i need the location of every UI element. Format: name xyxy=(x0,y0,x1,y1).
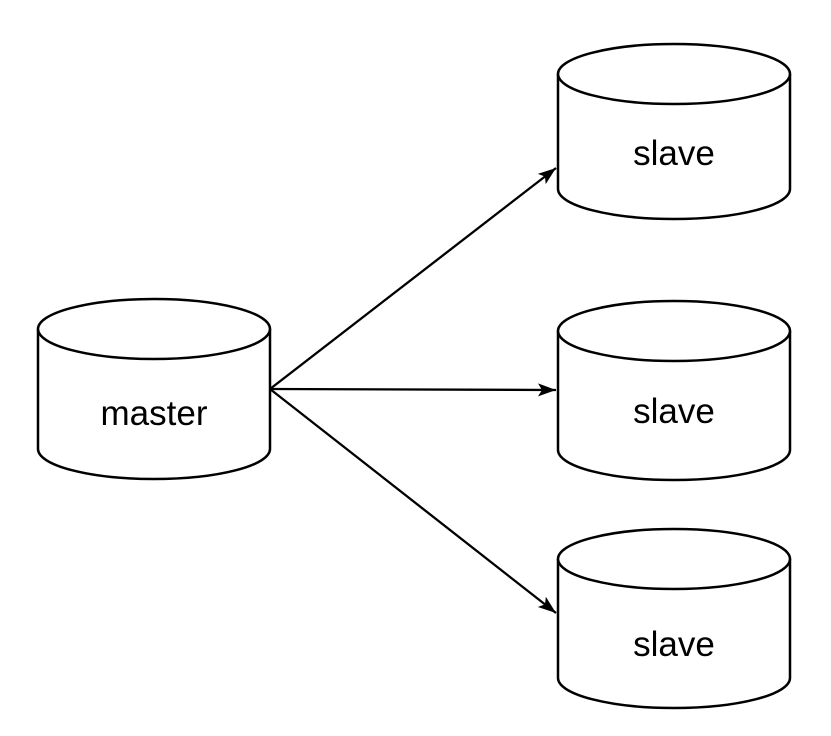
node-slave-2: slave xyxy=(556,299,792,482)
cylinder-top-ellipse xyxy=(556,42,792,106)
cylinder-body xyxy=(36,329,272,481)
node-master: master xyxy=(36,297,272,481)
edge-master-to-slave-3 xyxy=(269,388,557,614)
edge-master-to-slave-2 xyxy=(269,383,557,397)
cylinder-body xyxy=(556,559,792,710)
node-slave-1: slave xyxy=(556,42,792,221)
cylinder-body xyxy=(556,331,792,482)
edge-master-to-slave-1 xyxy=(269,167,557,390)
cylinder-top-ellipse xyxy=(556,527,792,591)
node-label-slave-2: slave xyxy=(633,392,715,431)
node-slave-3: slave xyxy=(556,527,792,710)
cylinder-top-ellipse xyxy=(36,297,272,361)
node-label-slave-3: slave xyxy=(633,625,715,664)
edges xyxy=(269,167,557,614)
node-label-slave-1: slave xyxy=(633,134,715,173)
cylinder-top-ellipse xyxy=(556,299,792,363)
node-label-master: master xyxy=(101,394,208,433)
cylinder-body xyxy=(556,74,792,221)
